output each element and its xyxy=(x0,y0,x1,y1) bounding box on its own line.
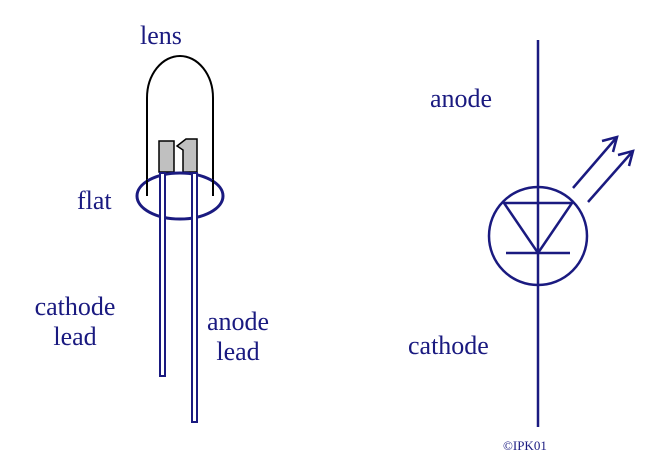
anode-lead xyxy=(191,172,198,423)
cathode-label: cathode xyxy=(408,331,489,360)
emission-arrows xyxy=(572,135,635,203)
anode-lead-label: anode lead xyxy=(198,307,278,367)
led-symbol xyxy=(487,40,635,427)
flat-flange xyxy=(135,171,225,221)
cathode-die xyxy=(158,140,175,173)
anode-lead-line1: anode xyxy=(206,307,270,336)
cathode-lead-line1: cathode xyxy=(34,292,116,321)
cathode-lead-line2: lead xyxy=(53,322,97,351)
led-physical xyxy=(135,55,225,423)
anode-die xyxy=(175,138,198,173)
symbol-circle xyxy=(487,185,589,287)
flat-label: flat xyxy=(77,186,112,215)
lens-dome xyxy=(146,55,214,180)
lens-label: lens xyxy=(140,21,182,50)
diode-triangle xyxy=(501,201,575,256)
anode-label: anode xyxy=(430,84,493,113)
cathode-lead-label: cathode lead xyxy=(24,292,126,352)
cathode-lead xyxy=(159,172,166,377)
copyright-text: ©IPK01 xyxy=(503,438,547,453)
anode-lead-line2: lead xyxy=(216,337,260,366)
